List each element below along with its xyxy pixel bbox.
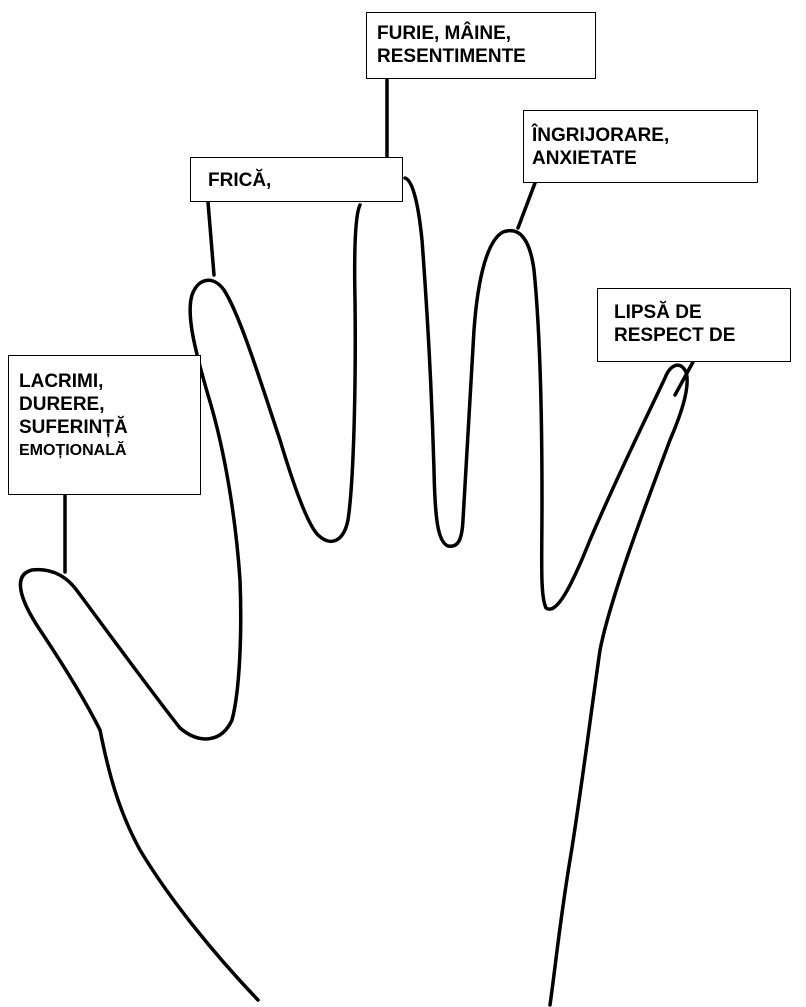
label-thumb-line-4: EMOȚIONALĂ xyxy=(19,439,190,462)
label-little-line-1: LIPSĂ DE xyxy=(614,301,780,324)
hand-outline xyxy=(20,178,687,1005)
label-middle-finger: FURIE, MÂINE, RESENTIMENTE xyxy=(366,12,596,79)
label-thumb: LACRIMI, DURERE, SUFERINȚĂ EMOȚIONALĂ xyxy=(8,355,201,495)
label-ring-line-1: ÎNGRIJORARE, xyxy=(532,124,747,147)
label-index-finger: FRICĂ, xyxy=(190,157,403,202)
label-thumb-line-2: DURERE, xyxy=(19,393,190,416)
label-thumb-line-1: LACRIMI, xyxy=(19,370,190,393)
label-ring-finger: ÎNGRIJORARE, ANXIETATE xyxy=(523,110,758,183)
leader-ring xyxy=(518,183,535,228)
label-index-line-1: FRICĂ, xyxy=(208,169,392,192)
label-little-finger: LIPSĂ DE RESPECT DE xyxy=(597,288,791,362)
leader-index xyxy=(208,202,214,275)
label-middle-line-2: RESENTIMENTE xyxy=(377,45,585,68)
label-middle-line-1: FURIE, MÂINE, xyxy=(377,22,585,45)
label-ring-line-2: ANXIETATE xyxy=(532,147,747,170)
label-little-line-2: RESPECT DE xyxy=(614,324,780,347)
label-thumb-line-3: SUFERINȚĂ xyxy=(19,416,190,439)
